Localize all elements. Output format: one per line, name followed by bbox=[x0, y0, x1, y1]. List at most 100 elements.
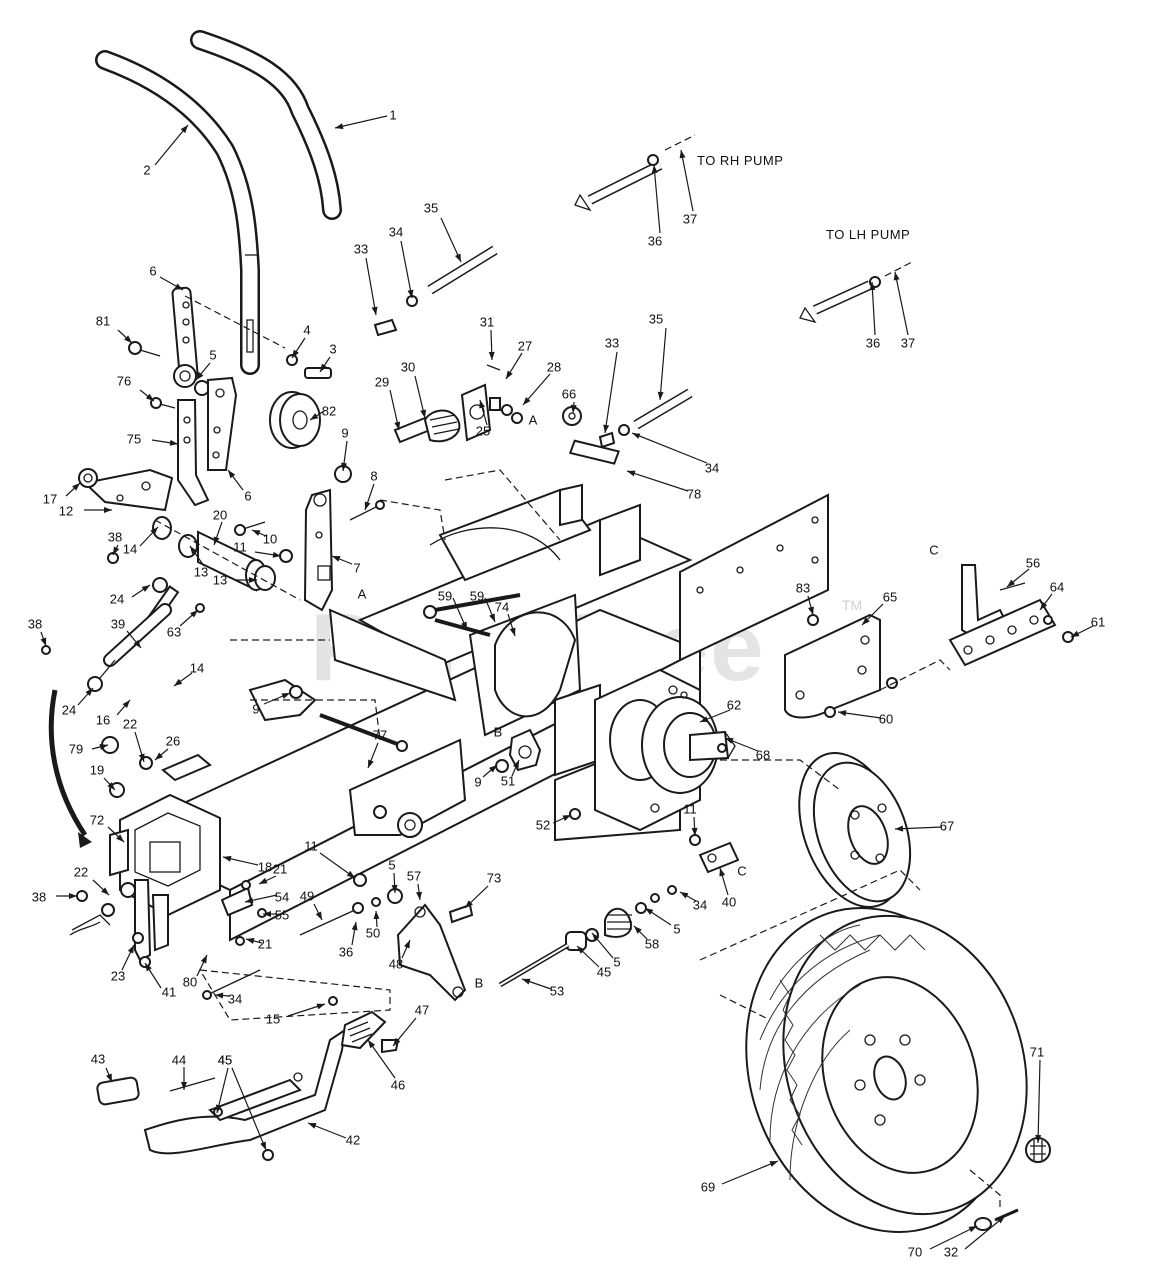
callout-leader bbox=[231, 1067, 267, 1151]
callout-arrowhead bbox=[391, 884, 398, 893]
callout-label-46: 46 bbox=[391, 1077, 405, 1092]
callout-label-9: 9 bbox=[341, 425, 348, 440]
callout-arrowhead bbox=[368, 1040, 376, 1049]
callout-arrowhead bbox=[228, 470, 236, 479]
callout-arrowhead bbox=[181, 1082, 187, 1090]
callout-arrowhead bbox=[138, 753, 145, 762]
callout-arrowhead bbox=[592, 933, 600, 942]
callout-label-36: 36 bbox=[339, 944, 353, 959]
callout-label-77: 77 bbox=[373, 727, 387, 742]
callout-arrowhead bbox=[72, 483, 80, 491]
callout-arrowhead bbox=[69, 893, 77, 899]
callout-label-6: 6 bbox=[244, 488, 251, 503]
callout-arrowhead bbox=[404, 940, 410, 949]
callout-label-23: 23 bbox=[111, 968, 125, 983]
callout-arrowhead bbox=[85, 688, 93, 696]
callout-arrowhead bbox=[106, 1073, 112, 1082]
callout-arrowhead bbox=[603, 424, 610, 433]
callout-arrowhead bbox=[196, 371, 204, 380]
callout-label-50: 50 bbox=[366, 925, 380, 940]
callout-arrowhead bbox=[869, 282, 876, 291]
callout-label-38: 38 bbox=[28, 616, 42, 631]
brake-drum bbox=[798, 752, 912, 908]
callout-arrowhead bbox=[479, 400, 486, 409]
callout-arrowhead bbox=[133, 639, 141, 648]
callout-arrowhead bbox=[180, 125, 188, 134]
callout-label-15: 15 bbox=[266, 1011, 280, 1026]
callout-label-54: 54 bbox=[275, 889, 289, 904]
callout-label-11: 11 bbox=[683, 801, 697, 816]
callout-arrowhead bbox=[465, 900, 473, 908]
callout-leader bbox=[604, 351, 618, 434]
callout-arrowhead bbox=[260, 1141, 266, 1150]
callout-label-6: 6 bbox=[149, 263, 156, 278]
callout-arrowhead bbox=[627, 470, 636, 477]
callout-arrowhead bbox=[155, 752, 164, 760]
callout-arrowhead bbox=[150, 527, 158, 535]
callout-label-14: 14 bbox=[123, 541, 137, 556]
callout-arrowhead bbox=[259, 877, 268, 884]
spring-plunger bbox=[393, 364, 523, 444]
callout-arrowhead bbox=[394, 421, 401, 430]
callout-arrowhead bbox=[200, 955, 207, 964]
control-linkage-upper bbox=[128, 286, 332, 507]
callout-label-75: 75 bbox=[127, 431, 141, 446]
callout-arrowhead bbox=[190, 610, 198, 618]
callout-label-65: 65 bbox=[883, 589, 897, 604]
callout-arrowhead bbox=[174, 678, 183, 686]
callout-label-21: 21 bbox=[258, 936, 272, 951]
callout-arrowhead bbox=[263, 911, 271, 917]
callout-arrowhead bbox=[215, 1104, 222, 1113]
callout-arrowhead bbox=[373, 911, 380, 920]
callout-leader bbox=[154, 124, 189, 166]
callout-label-43: 43 bbox=[91, 1051, 105, 1066]
callout-label-14: 14 bbox=[190, 660, 204, 675]
callout-label-27: 27 bbox=[518, 338, 532, 353]
callout-label-34: 34 bbox=[705, 460, 719, 475]
callout-label-13: 13 bbox=[213, 572, 227, 587]
callout-arrowhead bbox=[862, 617, 870, 625]
callout-leader bbox=[653, 164, 661, 234]
callout-arrowhead bbox=[523, 396, 531, 405]
callout-arrowhead bbox=[769, 1161, 778, 1167]
callout-label-79: 79 bbox=[69, 741, 83, 756]
callout-arrowhead bbox=[1040, 601, 1048, 610]
lever-arm-7 bbox=[234, 465, 385, 612]
callout-arrowhead bbox=[522, 978, 531, 985]
callout-leader bbox=[659, 327, 667, 401]
callout-arrowhead bbox=[249, 577, 257, 583]
callout-label-70: 70 bbox=[908, 1244, 922, 1259]
callout-label-74: 74 bbox=[495, 599, 509, 614]
callout-label-66: 66 bbox=[562, 386, 576, 401]
callout-arrowhead bbox=[113, 546, 120, 555]
callout-label-9: 9 bbox=[252, 701, 259, 716]
callout-label-52: 52 bbox=[536, 817, 550, 832]
callout-label-41: 41 bbox=[162, 984, 176, 999]
handle-bar-right bbox=[190, 30, 342, 220]
callout-arrowhead bbox=[174, 283, 183, 290]
callout-label-38: 38 bbox=[32, 889, 46, 904]
callout-label-37: 37 bbox=[683, 211, 697, 226]
callout-leader bbox=[871, 281, 876, 336]
callout-arrowhead bbox=[292, 349, 299, 358]
callout-arrowhead bbox=[215, 992, 224, 999]
callout-arrowhead bbox=[364, 501, 371, 510]
callout-label-60: 60 bbox=[879, 711, 893, 726]
callout-label-33: 33 bbox=[605, 335, 619, 350]
callout-label-3: 3 bbox=[329, 341, 336, 356]
callout-label-49: 49 bbox=[300, 888, 314, 903]
callout-arrowhead bbox=[223, 855, 232, 862]
callout-arrowhead bbox=[680, 892, 689, 899]
reference-letter-c: C bbox=[929, 542, 938, 557]
watermark-tm: TM bbox=[842, 597, 862, 613]
reference-letter-c: C bbox=[737, 863, 746, 878]
callout-arrowhead bbox=[335, 123, 344, 130]
callout-arrowhead bbox=[895, 825, 904, 832]
callout-label-11: 11 bbox=[304, 838, 318, 853]
callout-label-44: 44 bbox=[172, 1052, 186, 1067]
callout-leader bbox=[964, 1215, 1006, 1250]
callout-arrowhead bbox=[488, 765, 497, 773]
callout-label-24: 24 bbox=[110, 591, 124, 606]
callout-arrowhead bbox=[577, 946, 585, 954]
callout-label-34: 34 bbox=[228, 991, 242, 1006]
